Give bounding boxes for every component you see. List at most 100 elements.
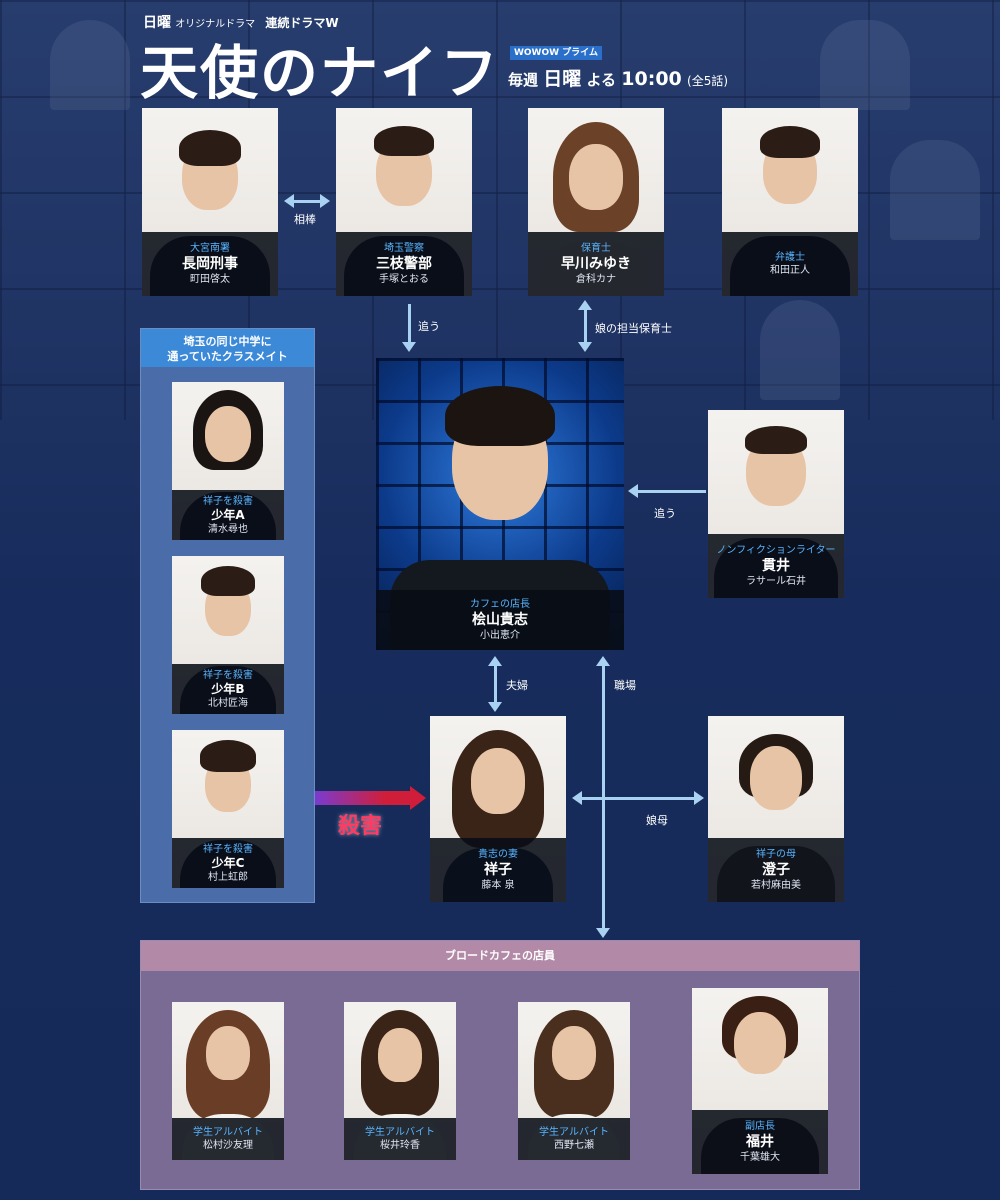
actor-name: 千葉雄大 [740,1152,780,1163]
relation-mother-daughter: 娘母 [646,814,668,827]
actor-name: ラサール石井 [746,576,806,587]
arrow-head-up [596,656,610,666]
card-label: 大宮南署 長岡刑事 町田啓太 [142,232,278,296]
actor-name: 北村匠海 [208,697,248,709]
card-nukui: ノンフィクションライター 貫井 ラサール石井 [708,410,844,598]
card-boy-b: 祥子を殺害 少年B 北村匠海 [172,556,284,714]
card-label: ノンフィクションライター 貫井 ラサール石井 [708,534,844,598]
relation-chase-2: 追う [654,507,676,520]
background-figure [890,140,980,240]
arrow-head-up [488,656,502,666]
airtime: 毎週 日曜 よる 10:00 (全5話) [508,64,728,91]
classmates-header: 埼玉の同じ中学に 通っていたクラスメイト [141,329,314,367]
arrow-head-left [572,791,582,805]
background-figure [50,20,130,110]
airtime-time-prefix: よる [586,71,617,89]
role-text: 埼玉警察 [384,243,424,254]
arrow-head-right [320,194,330,208]
card-boy-c: 祥子を殺害 少年C 村上虹郎 [172,730,284,888]
chase-arrow [408,304,411,344]
card-label: 学生アルバイト 桜井玲香 [344,1118,456,1160]
role-text: 祥子を殺害 [203,843,253,855]
character-name: 澄子 [762,862,790,878]
actor-name: 清水尋也 [208,523,248,535]
card-nagaoka: 大宮南署 長岡刑事 町田啓太 [142,108,278,296]
character-name: 少年A [211,507,245,522]
role-text: 祥子を殺害 [203,495,253,507]
card-label: 学生アルバイト 松村沙友理 [172,1118,284,1160]
actor-name: 藤本 泉 [481,880,515,891]
character-name: 少年C [211,855,245,870]
role-text: 学生アルバイト [539,1127,609,1138]
card-hiyama: カフェの店長 桧山貴志 小出恵介 [376,358,624,650]
role-text: 貴志の妻 [478,849,518,860]
classmates-header-line1: 埼玉の同じ中学に [183,335,272,348]
arrow-head-left [628,484,638,498]
mother-daughter-arrow [580,797,696,800]
airtime-time: 10:00 [621,68,682,90]
series-label: 連続ドラマW [265,16,339,30]
card-label: 祥子を殺害 少年A 清水尋也 [172,490,284,540]
card-fukui: 副店長 福井 千葉雄大 [692,988,828,1174]
role-text: 副店長 [745,1121,775,1132]
arrow-head-down [402,342,416,352]
actor-name: 手塚とおる [379,274,429,285]
card-matsumura: 学生アルバイト 松村沙友理 [172,1002,284,1160]
card-sumiko: 祥子の母 澄子 若村麻由美 [708,716,844,902]
actor-name: 若村麻由美 [751,880,801,891]
actor-name: 小出恵介 [480,630,520,641]
arrow-head-left [284,194,294,208]
partner-arrow [292,200,322,203]
card-label: カフェの店長 桧山貴志 小出恵介 [376,590,624,650]
card-label: 祥子を殺害 少年C 村上虹郎 [172,838,284,888]
card-boy-a: 祥子を殺害 少年A 清水尋也 [172,382,284,540]
actor-name: 倉科カナ [576,274,616,285]
role-text: 祥子の母 [756,849,796,860]
background-figure [760,300,840,400]
relation-chase: 追う [418,320,440,333]
actor-name: 町田啓太 [190,274,230,285]
actor-name: 和田正人 [770,265,810,276]
actor-name: 桜井玲香 [380,1140,420,1151]
card-sakurai: 学生アルバイト 桜井玲香 [344,1002,456,1160]
role-text: ノンフィクションライター [716,545,836,556]
character-name: 長岡刑事 [182,256,238,272]
relation-murder: 殺害 [338,813,383,839]
card-shoko: 貴志の妻 祥子 藤本 泉 [430,716,566,902]
airtime-day: 日曜 [543,68,582,90]
arrow-head-down [578,342,592,352]
role-text: 弁護士 [775,252,805,263]
card-label: 学生アルバイト 西野七瀬 [518,1118,630,1160]
spouse-arrow [494,664,497,704]
character-name: 三枝警部 [376,256,432,272]
arrow-head-up [578,300,592,310]
card-lawyer: 弁護士 和田正人 [722,108,858,296]
series-line: 日曜 オリジナルドラマ 連続ドラマW [143,12,339,32]
actor-name: 松村沙友理 [203,1140,253,1151]
murder-arrow [315,791,415,805]
relation-workplace: 職場 [614,679,636,692]
actor-name: 西野七瀬 [554,1140,594,1151]
drama-title: 天使のナイフ [140,39,501,107]
card-label: 祥子を殺害 少年B 北村匠海 [172,664,284,714]
channel-badge: WOWOW プライム [510,46,602,60]
character-name: 少年B [211,681,245,696]
card-hayakawa: 保育士 早川みゆき 倉科カナ [528,108,664,296]
relation-spouse: 夫婦 [506,679,528,692]
card-label: 祥子の母 澄子 若村麻由美 [708,838,844,902]
card-mieda: 埼玉警察 三枝警部 手塚とおる [336,108,472,296]
network-label: 日曜 [143,15,171,31]
murder-arrow-head [410,786,426,810]
actor-name: 村上虹郎 [208,871,248,883]
character-name: 福井 [746,1134,774,1150]
relation-partner: 相棒 [294,213,316,226]
caregiver-arrow [584,310,587,346]
role-text: カフェの店長 [470,599,530,610]
airtime-episodes: (全5話) [687,74,729,88]
chase-arrow-2 [638,490,706,493]
card-label: 副店長 福井 千葉雄大 [692,1110,828,1174]
card-label: 貴志の妻 祥子 藤本 泉 [430,838,566,902]
role-text: 保育士 [581,243,611,254]
role-text: 学生アルバイト [193,1127,263,1138]
card-nishino: 学生アルバイト 西野七瀬 [518,1002,630,1160]
